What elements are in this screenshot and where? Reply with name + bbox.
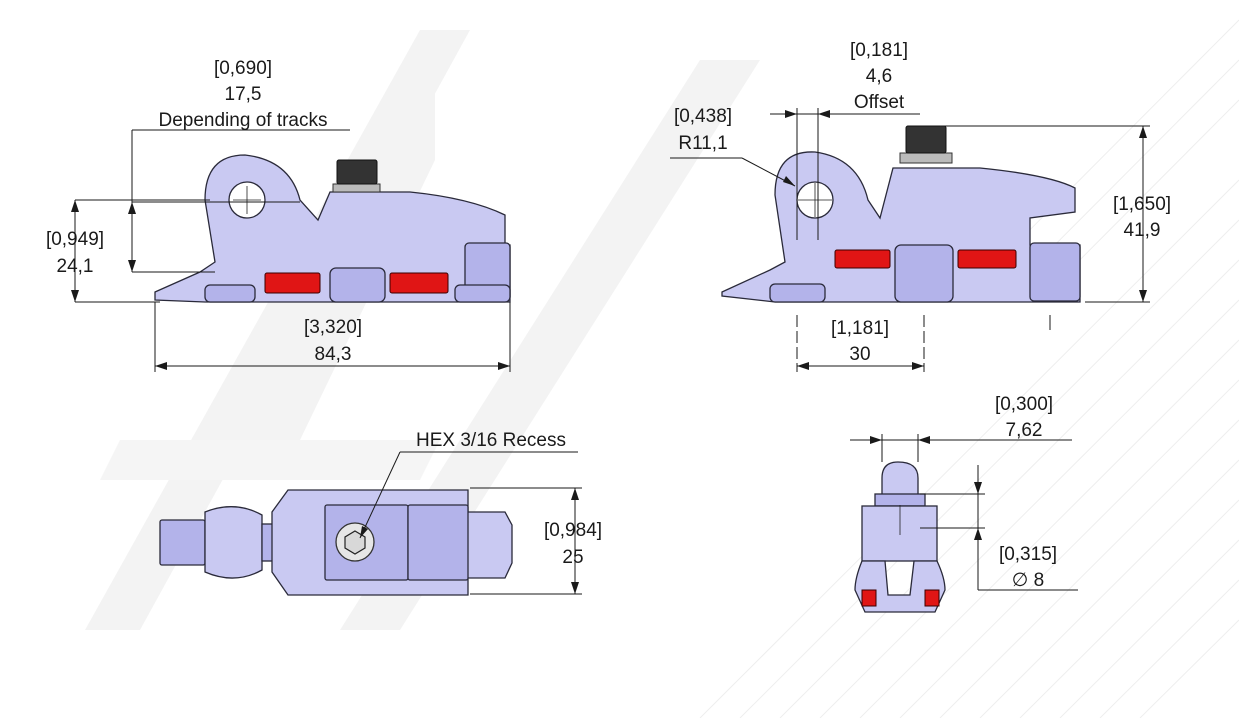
side-view-right-dimensions bbox=[670, 108, 1150, 372]
side-view-left-dimensions bbox=[71, 129, 511, 372]
dim-width-inch: [0,984] bbox=[544, 520, 602, 541]
side-view-right bbox=[721, 125, 1081, 303]
dim-length-inch: [3,320] bbox=[304, 317, 362, 338]
dim-track-inch: [0,690] bbox=[214, 58, 272, 79]
dim-total-height-inch: [1,650] bbox=[1113, 194, 1171, 215]
dim-spacing-mm: 30 bbox=[849, 344, 870, 365]
dim-length-mm: 84,3 bbox=[315, 344, 352, 365]
dim-track-mm: 17,5 bbox=[225, 84, 262, 105]
dim-offset-label: Offset bbox=[854, 92, 905, 113]
dim-radius-inch: [0,438] bbox=[674, 106, 732, 127]
dim-radius-mm: R11,1 bbox=[678, 133, 727, 154]
dim-height-mm: 24,1 bbox=[57, 256, 94, 277]
side-view-left bbox=[154, 154, 511, 303]
dim-offset-mm: 4,6 bbox=[866, 66, 892, 87]
dim-spacing-inch: [1,181] bbox=[831, 318, 889, 339]
dim-width-mm: 25 bbox=[562, 547, 583, 568]
dim-slot-inch: [0,300] bbox=[995, 394, 1053, 415]
end-view-dimensions bbox=[850, 434, 1078, 591]
dim-total-height-mm: 41,9 bbox=[1124, 220, 1161, 241]
dim-hex-label: HEX 3/16 Recess bbox=[416, 430, 566, 451]
hatch-background bbox=[699, 19, 1239, 718]
dim-dia-mm: ∅ 8 bbox=[1012, 570, 1044, 591]
dim-offset-inch: [0,181] bbox=[850, 40, 908, 61]
top-view bbox=[159, 489, 513, 596]
dim-dia-inch: [0,315] bbox=[999, 544, 1057, 565]
top-view-dimensions bbox=[359, 451, 582, 595]
end-view bbox=[854, 461, 946, 613]
dim-track-note: Depending of tracks bbox=[159, 110, 328, 131]
dim-height-inch: [0,949] bbox=[46, 229, 104, 250]
dim-slot-mm: 7,62 bbox=[1006, 420, 1043, 441]
